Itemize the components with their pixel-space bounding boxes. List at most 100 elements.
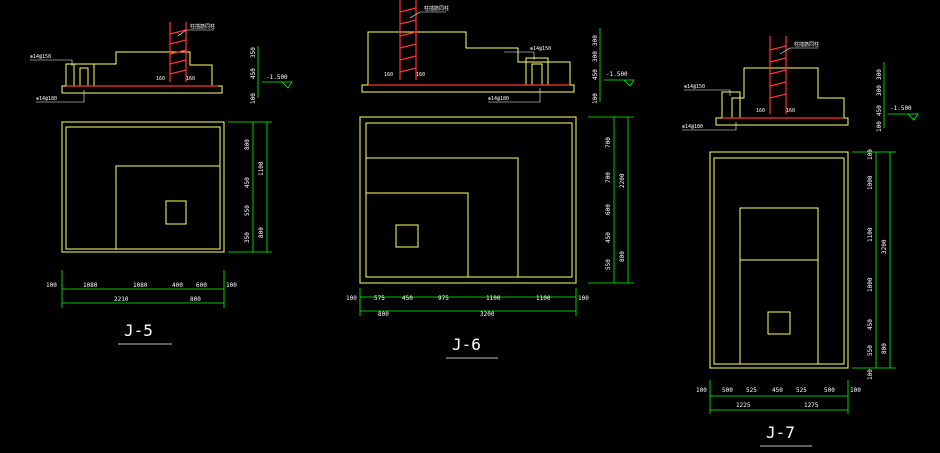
j6-right-dim-3: 600 <box>605 204 612 215</box>
j7-small-dim-1: 160 <box>756 108 765 114</box>
j6-rebar <box>368 0 570 86</box>
j6-title: J-6 <box>452 335 481 354</box>
j7-bar-label: ⊕14@150 <box>684 84 705 90</box>
j7-section-dims <box>883 62 919 128</box>
j5-section-bar-2 <box>79 67 89 86</box>
j7-right-dim-2: 1000 <box>867 175 874 190</box>
j5-small-dim-1: 160 <box>156 76 165 82</box>
j5-rebar-stirrup <box>169 29 187 35</box>
j6-bottom-total-2: 3200 <box>480 311 495 318</box>
j7-bottom-dim-2: 500 <box>722 387 733 394</box>
j6-leader-top <box>504 51 535 60</box>
j7-plan-inner <box>713 157 845 365</box>
j5-section-bar <box>73 63 95 86</box>
j7-elev-mark <box>888 113 919 121</box>
j7-section <box>715 67 849 126</box>
j7-elevation: -1.500 <box>890 105 912 112</box>
j7-sec-dim-1: 300 <box>876 69 883 80</box>
j6-leader-base <box>488 88 541 103</box>
j7-rebar-stirrup <box>769 81 787 87</box>
j6-plan-dims <box>359 116 634 316</box>
j6-plan-step-2 <box>365 192 469 278</box>
j5-section-base <box>61 85 223 94</box>
j5-leader-tag <box>177 29 214 37</box>
j5-plan-dims <box>61 121 272 308</box>
j5-bottom-dim-6: 100 <box>226 282 237 289</box>
j6-plan-step-1 <box>365 157 519 278</box>
j5-section <box>61 51 223 94</box>
j6-rebar-stirrup <box>399 67 417 73</box>
j7-bottom-dim-6: 500 <box>824 387 835 394</box>
j7-small-dim-2: 160 <box>786 108 795 114</box>
j5-bar-label: ⊕14@150 <box>30 54 51 60</box>
j7-leader-base <box>682 122 737 131</box>
j5-plan-inner <box>65 126 221 250</box>
j5-rebar-stirrup <box>169 39 187 45</box>
j5-plan <box>61 121 225 253</box>
footing-j7: ⊕14@150 ⊕14@180 柱插筋同柱 160 160 -1.500 300… <box>682 36 919 447</box>
j7-plan-column <box>767 311 791 335</box>
j6-sec-dim-2: 300 <box>592 51 599 62</box>
j5-bottom-dim-4: 400 <box>172 282 183 289</box>
j5-elev-mark <box>262 81 293 89</box>
j6-right-dim-5: 550 <box>605 259 612 270</box>
j5-elevation: -1.500 <box>266 74 288 81</box>
j5-bottom-total-1: 2210 <box>114 296 129 303</box>
j7-bottom-total-2: 1275 <box>804 402 819 409</box>
j6-section <box>361 31 575 93</box>
j6-base-label: ⊕14@180 <box>488 96 509 102</box>
j5-plan-outer <box>61 121 225 253</box>
j7-leaders <box>682 47 818 131</box>
j6-plan-inner <box>365 122 573 278</box>
j7-leader-top <box>684 89 731 96</box>
j5-rebar <box>66 22 218 87</box>
j5-right-dim-4: 350 <box>244 232 251 243</box>
j5-bottom-total-2: 800 <box>190 296 201 303</box>
j6-small-dim-1: 160 <box>384 72 393 78</box>
footing-j5: ⊕14@150 ⊕14@180 柱插筋同柱 160 160 -1.500 350… <box>30 22 293 345</box>
j5-rebar-stirrup <box>169 59 187 65</box>
j6-bottom-total-1: 800 <box>378 311 389 318</box>
j5-bottom-dim-3: 1080 <box>133 282 148 289</box>
j5-small-dim-2: 160 <box>186 76 195 82</box>
j6-right-dim-4: 450 <box>605 232 612 243</box>
j7-bottom-dim-7: 100 <box>850 387 861 394</box>
j6-plan-column <box>395 224 419 248</box>
j7-plan-outer <box>709 151 849 369</box>
j7-right-dim-6: 550 <box>867 345 874 356</box>
j5-plan-column <box>165 200 187 225</box>
j5-sec-dim-3: 100 <box>250 93 257 104</box>
j7-rebar-stirrup <box>769 69 787 75</box>
j6-bottom-dim-4: 975 <box>438 295 449 302</box>
j7-plan-dims <box>709 151 896 414</box>
j7-sec-dim-3: 450 <box>876 105 883 116</box>
j7-right-total-2: 800 <box>881 343 888 354</box>
j5-right-dim-3: 550 <box>244 205 251 216</box>
j5-tag-label: 柱插筋同柱 <box>190 23 215 30</box>
j5-section-dims <box>257 46 293 98</box>
j7-rebar-stirrup <box>769 45 787 51</box>
j7-bottom-total-1: 1225 <box>736 402 751 409</box>
j7-title: J-7 <box>766 423 795 442</box>
j6-right-total-2: 800 <box>619 251 626 262</box>
j6-right-dim-1: 700 <box>605 137 612 148</box>
j6-plan-outer <box>359 116 577 284</box>
j7-sec-dim-2: 300 <box>876 85 883 96</box>
j5-leader-top <box>30 59 73 66</box>
j7-right-dim-3: 1100 <box>867 227 874 242</box>
j5-rebar-stirrup <box>169 49 187 55</box>
j6-leader-tag <box>409 11 446 19</box>
j6-bottom-dim-5: 1100 <box>486 295 501 302</box>
j6-small-dim-2: 160 <box>416 72 425 78</box>
j6-leaders <box>409 11 541 103</box>
j5-right-total-1: 1100 <box>258 161 265 176</box>
j6-rebar-stirrup <box>399 55 417 61</box>
j7-plan <box>709 151 849 369</box>
j5-plan-pedestal <box>115 165 221 250</box>
j6-rebar-stirrup <box>399 7 417 13</box>
j6-section-bar <box>525 57 549 85</box>
j7-right-total-1: 3200 <box>881 239 888 254</box>
j6-bottom-dim-2: 575 <box>374 295 385 302</box>
j6-rebar-stirrup <box>399 43 417 49</box>
